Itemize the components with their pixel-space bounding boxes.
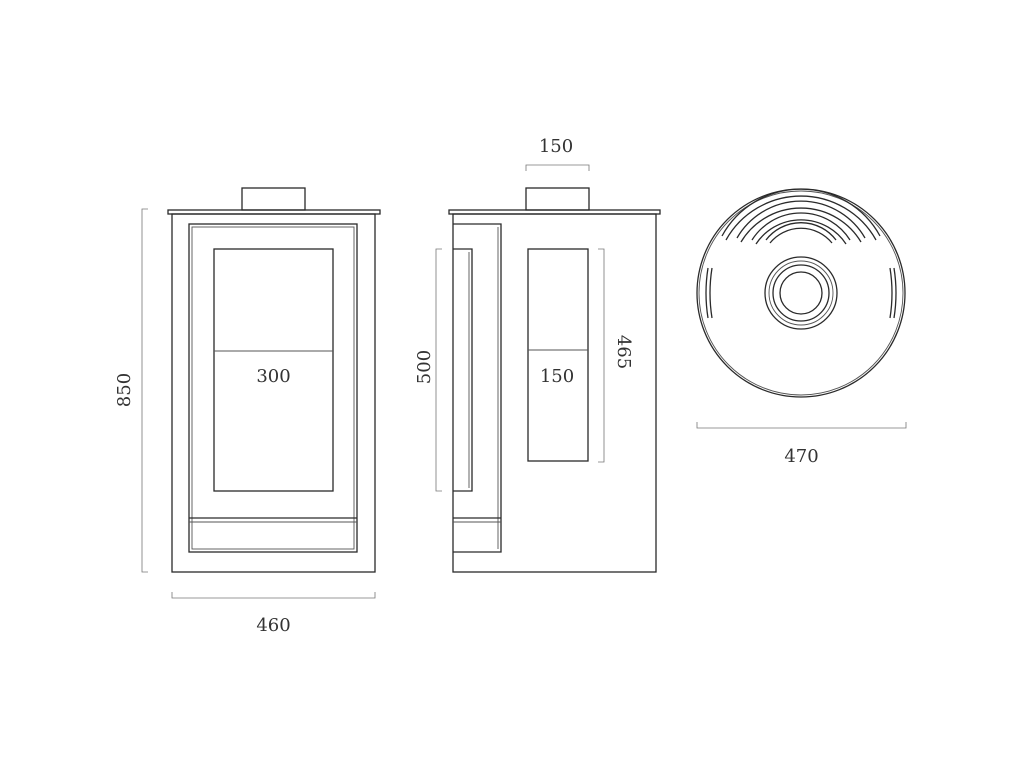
top-flue-ring-mid (768, 260, 834, 326)
side-flue-dimension (525, 164, 590, 171)
side-flue-collar (525, 187, 590, 211)
top-flue-opening (779, 271, 823, 315)
side-view: 150 150 500 465 (414, 136, 661, 573)
side-door-height-dimension (435, 248, 442, 492)
front-width-dimension (171, 592, 376, 599)
front-view: 300 850 460 (114, 187, 381, 636)
top-view: 470 (696, 188, 907, 467)
front-glass-width-label: 300 (256, 366, 290, 387)
top-vent-slot-1 (721, 188, 881, 237)
front-body (171, 213, 376, 573)
front-door-frame (188, 223, 358, 553)
side-door-profile (453, 223, 502, 553)
side-body (452, 213, 657, 573)
top-vent-slot-2-inner (740, 207, 862, 243)
top-flue-ring-inner (772, 264, 830, 322)
top-side-slot-left (705, 267, 709, 319)
front-height-dimension (141, 208, 148, 573)
front-width-label: 460 (256, 615, 290, 636)
top-vent-slot-4-inner (769, 227, 833, 244)
side-door-glass-profile (453, 248, 473, 492)
top-flue-ring-outer (764, 256, 838, 330)
top-vent-slot-4 (765, 222, 837, 241)
top-side-slot-left-inner (709, 267, 713, 319)
top-vent-slot-2 (736, 200, 866, 239)
side-glass-height-dimension (598, 248, 605, 463)
side-glass-width-label: 150 (540, 366, 574, 387)
top-vent-slot-3-inner (755, 219, 847, 245)
side-glass-height-label: 465 (613, 335, 634, 369)
top-diameter-label: 470 (784, 446, 818, 467)
front-door-inner (191, 226, 355, 550)
top-vent-slot-1-inner (725, 195, 877, 241)
side-flue-label: 150 (539, 136, 573, 157)
side-door-height-label: 500 (414, 350, 435, 384)
top-diameter-dimension (696, 422, 907, 429)
side-glass-window (527, 248, 589, 462)
front-flue-collar (241, 187, 306, 211)
top-vent-slots (705, 188, 897, 319)
top-side-slot-right-inner (889, 267, 893, 319)
top-side-slot-right (893, 267, 897, 319)
front-height-label: 850 (114, 373, 135, 407)
top-vent-slot-3 (751, 212, 851, 241)
top-outline-inner (698, 190, 904, 396)
front-glass (213, 248, 334, 492)
